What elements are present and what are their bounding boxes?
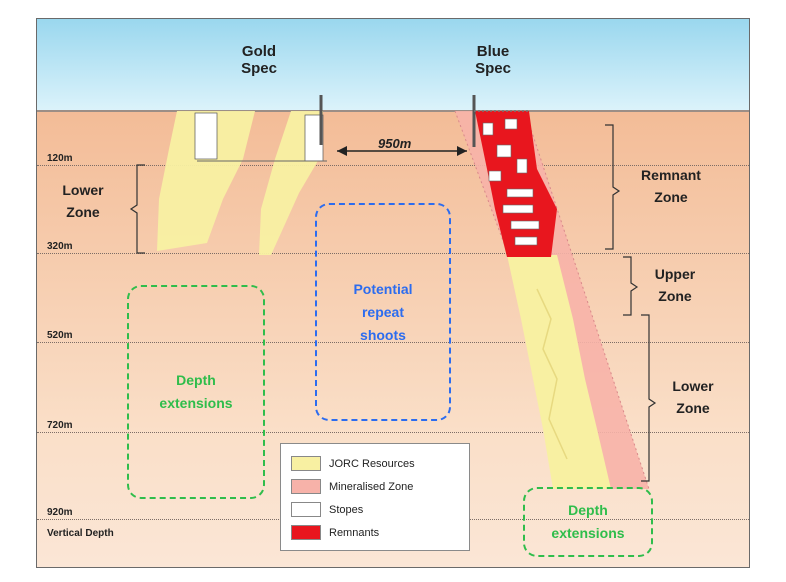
blue-lower-zone-brace [641,314,657,482]
upper-zone-brace [623,256,639,316]
distance-label: 950m [378,136,412,151]
depth-line-320 [37,253,749,254]
depth-label: 920m [47,507,73,518]
legend-swatch [291,479,321,494]
legend-item: JORC Resources [291,452,469,475]
orebody-drawing [129,95,657,490]
potential-repeat-shoots-label: Potential repeat shoots [353,280,413,343]
remnant-zone-brace [605,124,621,250]
gold-spec-title: Gold Spec [241,43,277,77]
legend-item: Remnants [291,521,469,544]
legend: JORC Resources Mineralised Zone Stopes R… [280,443,470,551]
ground-surface-line [37,110,749,112]
potential-repeat-shoots: Potential repeat shoots [315,203,451,421]
depth-extensions-right-label: Depth extensions [551,502,625,541]
section-diagram: 120m 320m 520m 720m 920m Vertical Depth … [36,18,750,568]
blue-spec-stopes [482,118,540,246]
vertical-depth-label: Vertical Depth [47,528,114,539]
blue-spec-title: Blue Spec [475,43,511,77]
gold-lower-zone-label: Lower Zone [62,182,104,220]
legend-swatch [291,456,321,471]
depth-extensions-left-label: Depth extensions [159,372,233,411]
sky [37,19,749,111]
legend-item: Stopes [291,498,469,521]
remnant-zone-label: Remnant Zone [641,167,701,205]
blue-spec-jorc-resource [507,255,611,489]
gold-spec-jorc-resource-left [157,111,255,251]
depth-line-720 [37,432,749,433]
upper-zone-label: Upper Zone [654,266,696,304]
legend-swatch [291,525,321,540]
legend-label: Mineralised Zone [329,480,414,493]
depth-label: 320m [47,241,73,252]
depth-line-520 [37,342,749,343]
gold-spec-stopes [194,112,324,162]
legend-label: JORC Resources [329,457,415,470]
depth-line-120 [37,165,749,166]
depth-label: 520m [47,330,73,341]
depth-extensions-right: Depth extensions [523,487,653,557]
gold-lower-zone-brace [129,164,145,254]
depth-extensions-left: Depth extensions [127,285,265,499]
legend-label: Remnants [329,526,380,539]
depth-label: 120m [47,153,73,164]
blue-lower-zone-label: Lower Zone [672,378,714,416]
legend-label: Stopes [329,503,364,516]
legend-swatch [291,502,321,517]
blue-spec-remnants [475,111,557,257]
depth-label: 720m [47,420,73,431]
legend-item: Mineralised Zone [291,475,469,498]
